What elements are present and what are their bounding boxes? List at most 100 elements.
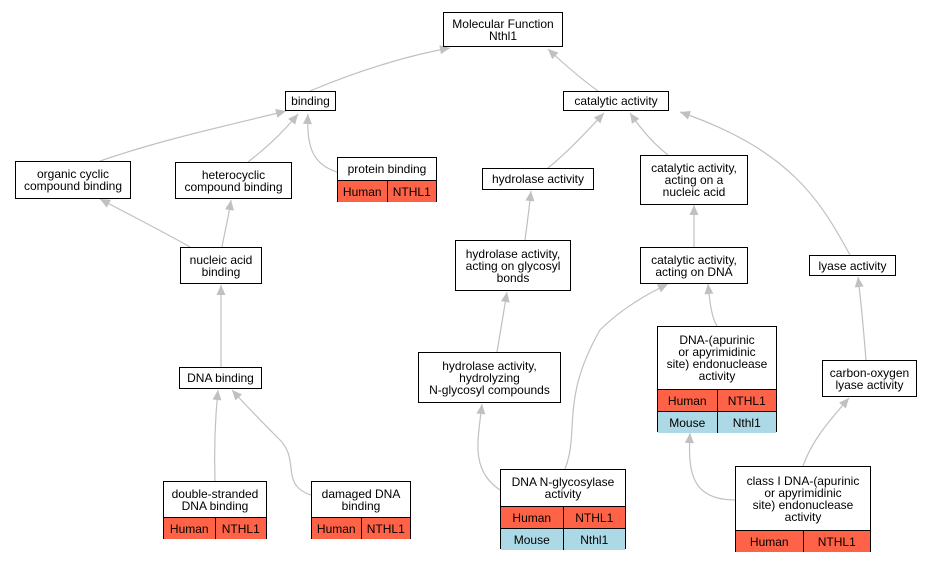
term-label: hydrolase activity, hydrolyzing N-glycos… — [429, 358, 550, 397]
arrowhead-dnagly-to-hydronglyc — [476, 404, 486, 415]
term-node-catdna[interactable]: catalytic activity, acting on DNA — [640, 247, 748, 284]
organism-cell: Mouse — [513, 532, 550, 547]
gene-cell[interactable]: NTHL1 — [360, 518, 411, 539]
term-label: protein binding — [347, 162, 427, 176]
arrowhead-damaged-to-dnabinding — [232, 390, 243, 401]
edge-protein-to-binding — [307, 113, 338, 173]
organism-cell: Human — [316, 521, 356, 536]
term-label: DNA N-glycosylase activity — [511, 475, 615, 501]
edge-hydrolase-to-catalytic — [547, 112, 605, 169]
gene-cell[interactable]: NTHL1 — [562, 507, 626, 528]
arrowhead-dsdna-to-dnabinding — [212, 390, 222, 401]
arrowhead-protein-to-binding — [302, 114, 312, 125]
term-node-binding[interactable]: binding — [285, 91, 336, 111]
gene-cell[interactable]: NTHL1 — [214, 518, 267, 539]
edge-classI-to-dnaap — [688, 432, 736, 501]
arrowhead-catalytic-to-mf — [548, 49, 559, 60]
edge-carbon-to-lyase — [857, 276, 867, 361]
term-label: double-stranded DNA binding — [171, 486, 259, 513]
edge-damaged-to-dnabinding — [231, 389, 312, 496]
edge-dnagly-to-catdna — [564, 283, 669, 470]
term-node-dnaap[interactable]: DNA-(apurinic or apyrimidinic site) endo… — [657, 326, 777, 433]
organism-cell: Human — [512, 510, 552, 525]
arrowhead-hydrolase-to-catalytic — [593, 113, 604, 124]
term-node-nucleic[interactable]: nucleic acid binding — [180, 247, 262, 284]
arrowhead-organic-to-binding — [275, 109, 286, 118]
term-node-catnuc[interactable]: catalytic activity, acting on a nucleic … — [640, 155, 748, 205]
gene-cell[interactable]: Nthl1 — [716, 412, 777, 433]
annotation-row-mouse: Mouse Nthl1 — [501, 528, 625, 550]
annotation-row-mouse: Mouse Nthl1 — [658, 411, 776, 433]
term-label: heterocyclic compound binding — [184, 167, 283, 194]
term-node-mf[interactable]: Molecular Function Nthl1 — [443, 12, 563, 47]
edge-dsdna-to-dnabinding — [214, 389, 219, 482]
term-node-hydrolase[interactable]: hydrolase activity — [482, 168, 594, 190]
annotation-row-human: Human NTHL1 — [164, 517, 266, 539]
arrowhead-dnabinding-to-nucleic — [216, 285, 226, 295]
organism-cell: Human — [169, 521, 209, 536]
gene-cell[interactable]: NTHL1 — [802, 531, 871, 552]
annotation-row-human: Human NTHL1 — [501, 506, 625, 528]
arrowhead-carbon-to-lyase — [854, 277, 864, 288]
arrowhead-nucleic-to-organic — [100, 199, 111, 208]
term-label: catalytic activity, acting on DNA — [651, 252, 737, 279]
term-label: nucleic acid binding — [189, 252, 253, 279]
term-label: hydrolase activity — [491, 172, 585, 186]
term-node-heterocyclic[interactable]: heterocyclic compound binding — [175, 162, 292, 199]
term-node-lyase[interactable]: lyase activity — [809, 255, 896, 276]
edge-dnagly-to-hydronglyc — [477, 403, 501, 491]
term-label: DNA binding — [187, 371, 254, 385]
edge-organic-to-binding — [99, 110, 287, 162]
arrowhead-lyase-to-catalytic — [680, 111, 691, 120]
arrowhead-dnaap-to-catdna — [704, 284, 714, 295]
term-node-organic[interactable]: organic cyclic compound binding — [15, 161, 131, 199]
arrowhead-heterocyclic-to-binding — [288, 114, 298, 125]
arrowhead-classI-to-carbon — [839, 398, 849, 409]
term-label: lyase activity — [818, 258, 887, 273]
edge-nucleic-to-organic — [99, 198, 191, 248]
term-label: class I DNA-(apurinic or apyrimidinic si… — [746, 473, 860, 524]
term-label: binding — [291, 94, 330, 108]
arrowhead-catnuc-to-catalytic — [630, 113, 640, 124]
term-node-classI[interactable]: class I DNA-(apurinic or apyrimidinic si… — [735, 466, 871, 552]
arrowhead-catdna-to-catnuc — [689, 205, 699, 215]
arrowhead-hydrogly-to-hydrolase — [525, 191, 535, 202]
gene-cell[interactable]: NTHL1 — [716, 390, 777, 411]
annotation-row-human: Human NTHL1 — [338, 180, 436, 202]
term-label: catalytic activity — [574, 94, 658, 108]
term-label: hydrolase activity, acting on glycosyl b… — [465, 246, 561, 285]
arrowhead-classI-to-dnaap — [684, 433, 694, 444]
edge-heterocyclic-to-binding — [247, 113, 299, 163]
term-node-catalytic[interactable]: catalytic activity — [563, 91, 669, 111]
gene-cell[interactable]: NTHL1 — [386, 181, 437, 202]
term-label: Molecular Function Nthl1 — [452, 16, 554, 43]
edge-lyase-to-catalytic — [679, 111, 851, 256]
term-label: carbon-oxygen lyase activity — [829, 365, 910, 392]
term-node-hydrogly[interactable]: hydrolase activity, acting on glycosyl b… — [455, 240, 571, 291]
organism-cell: Mouse — [669, 415, 706, 430]
gene-cell[interactable]: Nthl1 — [562, 529, 626, 550]
edge-classI-to-carbon — [802, 397, 850, 467]
organism-cell: Human — [342, 184, 382, 199]
term-label: DNA-(apurinic or apyrimidinic site) endo… — [666, 333, 768, 383]
term-node-dnabinding[interactable]: DNA binding — [179, 367, 262, 389]
arrowhead-hydronglyc-to-hydrogly — [500, 292, 510, 303]
term-label: organic cyclic compound binding — [23, 167, 123, 193]
organism-cell: Human — [749, 534, 789, 549]
term-node-carbon[interactable]: carbon-oxygen lyase activity — [822, 360, 917, 397]
term-label: damaged DNA binding — [321, 486, 401, 513]
arrowhead-nucleic-to-heterocyclic — [225, 200, 234, 211]
annotation-row-human: Human NTHL1 — [312, 517, 410, 539]
arrowhead-dnagly-to-catdna — [657, 284, 668, 293]
term-node-hydronglyc[interactable]: hydrolase activity, hydrolyzing N-glycos… — [418, 352, 561, 403]
arrowhead-binding-to-mf — [439, 45, 450, 55]
term-label: catalytic activity, acting on a nucleic … — [651, 161, 737, 199]
edge-binding-to-mf — [309, 47, 451, 92]
